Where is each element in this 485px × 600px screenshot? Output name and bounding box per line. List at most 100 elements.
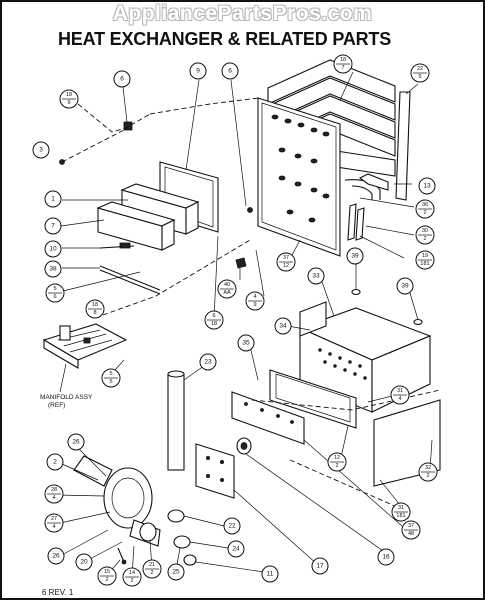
svg-text:2: 2: [53, 459, 57, 466]
callout-15-2: 152: [97, 566, 117, 586]
svg-text:14: 14: [129, 570, 135, 576]
svg-text:2: 2: [423, 236, 426, 242]
callout-10: 10: [44, 240, 62, 258]
callout-35: 35: [237, 334, 255, 352]
svg-text:21: 21: [149, 562, 155, 568]
svg-text:5: 5: [109, 371, 112, 377]
mounting-plate: [195, 437, 252, 499]
svg-text:6: 6: [53, 294, 56, 300]
svg-text:6: 6: [228, 68, 232, 75]
callout-34: 34: [274, 317, 292, 335]
svg-text:26: 26: [72, 439, 80, 446]
svg-text:4: 4: [398, 396, 401, 402]
svg-text:34: 34: [279, 323, 287, 330]
svg-text:28: 28: [51, 487, 57, 493]
callout-33: 33: [307, 267, 325, 285]
right-side-strip: [395, 91, 411, 201]
svg-text:6: 6: [120, 76, 124, 83]
svg-text:2: 2: [423, 210, 426, 216]
callout-3: 3: [32, 141, 50, 159]
callout-38: 38: [44, 260, 62, 278]
svg-text:(REF): (REF): [48, 402, 65, 409]
svg-text:27: 27: [51, 516, 57, 522]
callout-6b: 6: [221, 62, 239, 80]
svg-text:16: 16: [382, 554, 390, 561]
manifold-assembly: [42, 323, 128, 369]
svg-text:181: 181: [396, 513, 405, 519]
callout-27-4: 274: [44, 513, 64, 533]
callout-20: 20: [75, 553, 93, 571]
callout-18-8: 188: [85, 299, 105, 319]
svg-text:1: 1: [51, 196, 55, 203]
svg-text:39: 39: [351, 253, 359, 260]
callout-9: 9: [189, 62, 207, 80]
grommet-40: [235, 257, 247, 269]
svg-text:MANIFOLD ASSY: MANIFOLD ASSY: [40, 394, 93, 401]
callout-bubbles: 189 6 3 9 6 187 225 1 7 13 10 38 56 188 …: [32, 54, 438, 587]
svg-text:7: 7: [51, 223, 55, 230]
svg-text:24: 24: [232, 546, 240, 553]
svg-text:2: 2: [105, 577, 108, 583]
svg-text:48: 48: [408, 531, 414, 537]
svg-text:18: 18: [66, 92, 72, 98]
svg-text:3: 3: [39, 147, 43, 154]
svg-text:18: 18: [211, 321, 217, 327]
callout-25: 25: [167, 563, 185, 581]
callout-11: 11: [261, 565, 279, 583]
callout-16: 16: [377, 548, 395, 566]
callout-32-2: 322: [418, 462, 438, 482]
svg-text:181: 181: [420, 261, 429, 267]
callout-13: 13: [418, 177, 436, 195]
callout-36-2: 362: [415, 199, 435, 219]
svg-text:38: 38: [49, 266, 57, 273]
svg-text:40: 40: [224, 282, 230, 288]
heat-exchanger-panel: [257, 97, 341, 257]
callout-7: 7: [44, 217, 62, 235]
callout-18-7: 187: [333, 54, 353, 74]
svg-text:2: 2: [150, 570, 153, 576]
svg-text:12: 12: [334, 455, 340, 461]
svg-text:8: 8: [93, 310, 96, 316]
svg-text:2: 2: [426, 473, 429, 479]
svg-text:4: 4: [52, 524, 55, 530]
vent-pipe: [167, 370, 185, 471]
callout-2: 2: [46, 453, 64, 471]
svg-text:9: 9: [67, 100, 70, 106]
callout-22-5: 225: [410, 63, 430, 83]
svg-text:25: 25: [172, 569, 180, 576]
svg-text:7: 7: [341, 65, 344, 71]
grommet-39b: [413, 318, 423, 326]
watermark: AppliancePartsPros.com: [112, 2, 373, 25]
callout-4-9: 49: [245, 291, 265, 311]
svg-text:18: 18: [92, 302, 98, 308]
callout-5-5: 55: [101, 368, 121, 388]
callout-22: 22: [223, 517, 241, 535]
svg-text:39: 39: [401, 283, 409, 290]
svg-text:23: 23: [204, 359, 212, 366]
side-bracket: [347, 203, 357, 241]
svg-text:9: 9: [253, 302, 256, 308]
svg-text:6: 6: [212, 313, 215, 319]
callout-18-9: 189: [59, 89, 79, 109]
svg-text:2: 2: [335, 463, 338, 469]
callout-6a: 6: [113, 70, 131, 88]
page-title: HEAT EXCHANGER & RELATED PARTS: [58, 29, 392, 49]
inducer-blower: [73, 455, 197, 566]
callout-28-4: 284: [44, 484, 64, 504]
screw-6b: [247, 207, 253, 213]
svg-text:22: 22: [417, 66, 423, 72]
svg-text:18: 18: [340, 57, 346, 63]
side-bracket-2: [355, 207, 365, 241]
svg-text:10: 10: [49, 246, 57, 253]
svg-text:22: 22: [228, 523, 236, 530]
svg-text:35: 35: [242, 340, 250, 347]
svg-text:17: 17: [316, 563, 324, 570]
callout-26b: 26: [47, 547, 65, 565]
revision-note: 6 REV. 1: [42, 588, 74, 597]
callout-31-4: 314: [390, 385, 410, 405]
